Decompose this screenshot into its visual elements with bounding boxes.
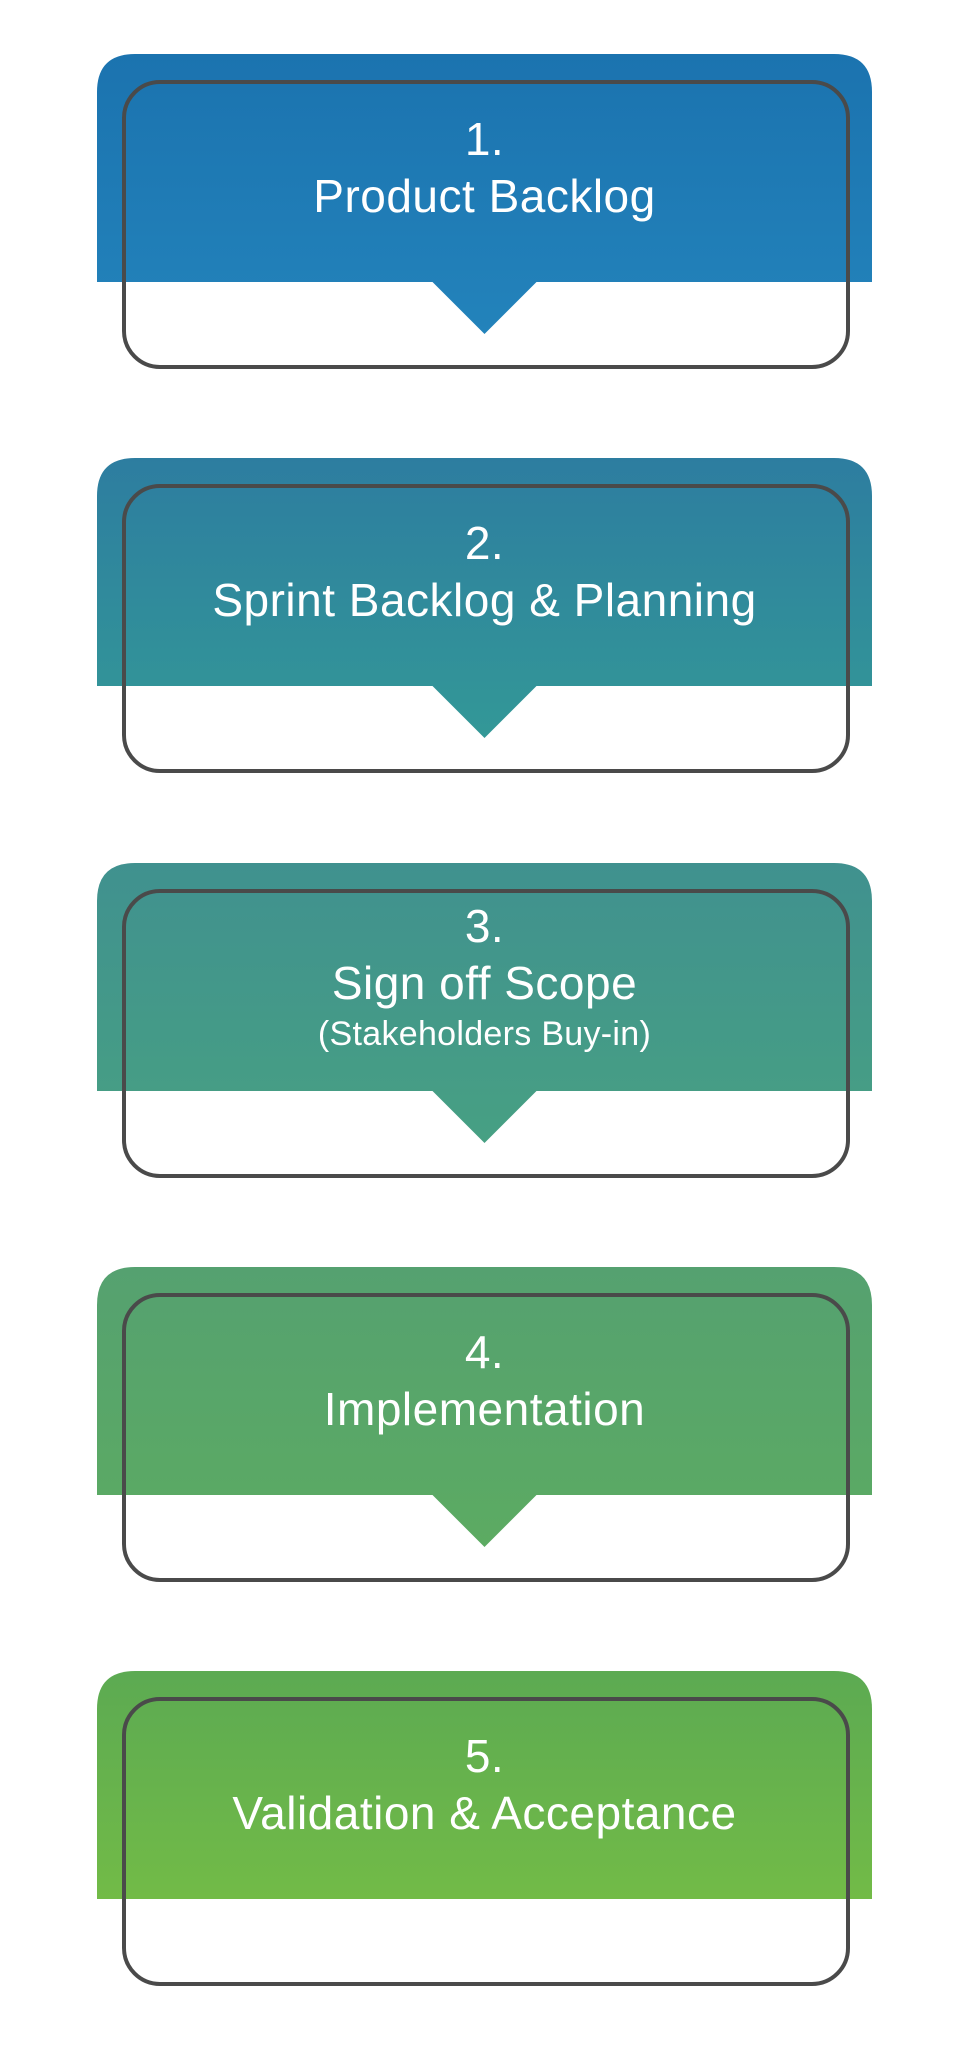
step-number: 2. bbox=[464, 517, 505, 569]
step-arrow-shape bbox=[97, 458, 872, 738]
step-label: 4. Implementation bbox=[97, 1267, 872, 1495]
step-label: 1. Product Backlog bbox=[97, 54, 872, 282]
step-number: 3. bbox=[464, 900, 505, 952]
down-arrow-icon bbox=[97, 1267, 872, 1547]
step-arrow-shape bbox=[97, 1267, 872, 1547]
down-arrow-icon bbox=[97, 54, 872, 334]
step-label: 5. Validation & Acceptance bbox=[97, 1671, 872, 1899]
step-number: 4. bbox=[464, 1326, 505, 1378]
process-step: 5. Validation & Acceptance bbox=[97, 1671, 872, 1989]
step-title: Sprint Backlog & Planning bbox=[212, 574, 757, 626]
process-step: 2. Sprint Backlog & Planning bbox=[97, 458, 872, 776]
process-step: 3. Sign off Scope (Stakeholders Buy-in) bbox=[97, 863, 872, 1181]
step-title: Implementation bbox=[323, 1383, 646, 1435]
step-title: Sign off Scope bbox=[331, 957, 638, 1009]
step-title: Product Backlog bbox=[313, 170, 656, 222]
step-arrow-shape bbox=[97, 1671, 872, 1899]
step-outline-card bbox=[122, 1293, 850, 1582]
step-outline-card bbox=[122, 80, 850, 369]
down-arrow-icon bbox=[97, 1671, 872, 1899]
step-outline-card bbox=[122, 1697, 850, 1986]
down-arrow-icon bbox=[97, 863, 872, 1143]
process-step: 1. Product Backlog bbox=[97, 54, 872, 372]
step-arrow-shape bbox=[97, 54, 872, 334]
process-step: 4. Implementation bbox=[97, 1267, 872, 1585]
step-number: 1. bbox=[464, 113, 505, 165]
step-label: 3. Sign off Scope (Stakeholders Buy-in) bbox=[97, 863, 872, 1091]
step-arrow-shape bbox=[97, 863, 872, 1143]
step-number: 5. bbox=[464, 1730, 505, 1782]
step-subtitle: (Stakeholders Buy-in) bbox=[317, 1015, 652, 1053]
down-arrow-icon bbox=[97, 458, 872, 738]
step-outline-card bbox=[122, 889, 850, 1178]
step-label: 2. Sprint Backlog & Planning bbox=[97, 458, 872, 686]
step-title: Validation & Acceptance bbox=[232, 1787, 737, 1839]
step-outline-card bbox=[122, 484, 850, 773]
